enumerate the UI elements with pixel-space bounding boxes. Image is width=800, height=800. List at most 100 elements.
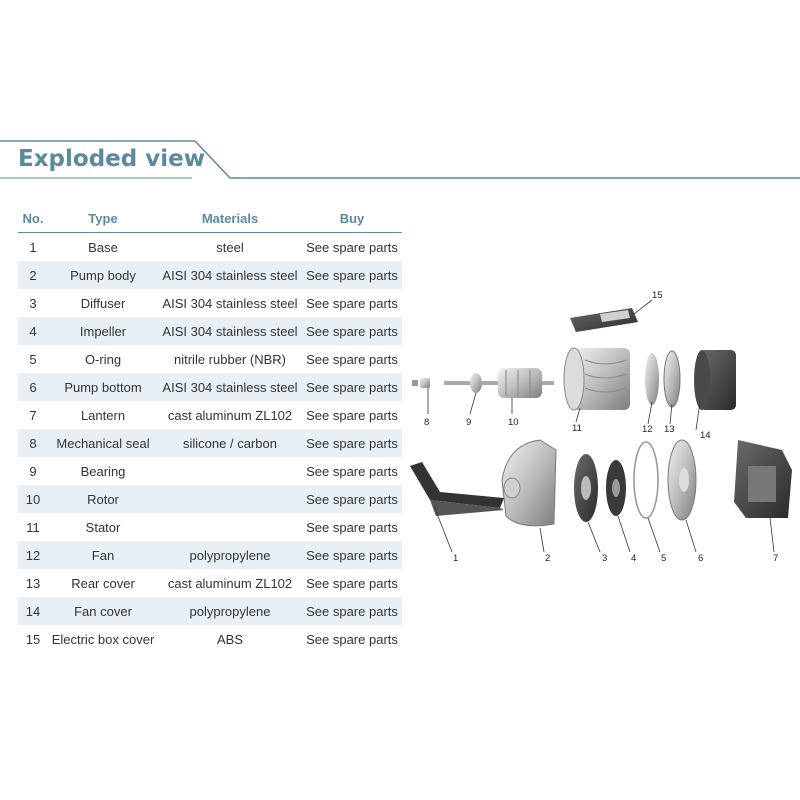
cell-no: 11 <box>26 519 40 535</box>
callout-4: 4 <box>631 553 636 564</box>
callout-8: 8 <box>424 417 429 428</box>
table-row: 15 Electric box cover ABS See spare parts <box>18 625 402 653</box>
cell-type: Rear cover <box>71 575 135 591</box>
see-spare-parts-link[interactable]: See spare parts <box>306 519 398 535</box>
see-spare-parts-link[interactable]: See spare parts <box>302 317 402 345</box>
cell-no: 12 <box>18 541 48 569</box>
title-banner <box>0 138 800 184</box>
part-electric-box-cover <box>570 308 638 332</box>
cell-material: nitrile rubber (NBR) <box>174 351 286 367</box>
table-row: 11 Stator See spare parts <box>18 513 402 541</box>
cell-material: AISI 304 stainless steel <box>162 295 298 311</box>
cell-type: Bearing <box>80 463 126 479</box>
cell-no: 8 <box>18 429 48 457</box>
see-spare-parts-link[interactable]: See spare parts <box>306 631 398 647</box>
part-base <box>410 462 504 516</box>
see-spare-parts-link[interactable]: See spare parts <box>306 463 398 479</box>
diagram-callouts: 8 9 10 11 12 13 14 15 1 2 3 4 5 6 7 <box>424 290 778 564</box>
see-spare-parts-link[interactable]: See spare parts <box>302 485 402 513</box>
part-rotor-shaft <box>444 368 554 398</box>
see-spare-parts-link[interactable]: See spare parts <box>302 261 402 289</box>
callout-9: 9 <box>466 417 471 428</box>
see-spare-parts-link[interactable]: See spare parts <box>302 373 402 401</box>
part-pump-bottom <box>667 439 697 521</box>
cell-type: Rotor <box>48 485 158 513</box>
see-spare-parts-link[interactable]: See spare parts <box>302 541 402 569</box>
table-row: 5 O-ring nitrile rubber (NBR) See spare par… <box>18 345 402 373</box>
page-title: Exploded view <box>18 146 205 172</box>
table-row: 3 Diffuser AISI 304 stainless steel See spa… <box>18 289 402 317</box>
cell-type: Pump bottom <box>48 373 158 401</box>
cell-type: Diffuser <box>80 295 126 311</box>
cell-material: cast aluminum ZL102 <box>167 407 293 423</box>
cell-material: polypropylene <box>158 541 302 569</box>
callout-5: 5 <box>661 553 666 564</box>
see-spare-parts-link[interactable]: See spare parts <box>306 407 398 423</box>
cell-type: Mechanical seal <box>48 429 158 457</box>
callout-15: 15 <box>652 290 663 301</box>
col-header-type: Type <box>48 205 158 233</box>
cell-type: Pump body <box>48 261 158 289</box>
cell-type: Stator <box>85 519 121 535</box>
cell-material <box>158 457 302 485</box>
cell-no: 7 <box>29 407 37 423</box>
part-lantern <box>734 440 792 518</box>
cell-no: 10 <box>18 485 48 513</box>
cell-material: silicone / carbon <box>158 429 302 457</box>
part-diffuser <box>574 454 598 522</box>
callout-13: 13 <box>664 424 675 435</box>
cell-type: Electric box cover <box>51 631 155 647</box>
see-spare-parts-link[interactable]: See spare parts <box>306 351 398 367</box>
callout-leaders <box>427 299 775 553</box>
cell-material: cast aluminum ZL102 <box>167 575 293 591</box>
cell-type: Lantern <box>80 407 126 423</box>
col-header-materials: Materials <box>158 205 302 233</box>
table-row: 7 Lantern cast aluminum ZL102 See spare par… <box>18 401 402 429</box>
cell-material: polypropylene <box>158 597 302 625</box>
callout-14: 14 <box>700 430 711 441</box>
part-o-ring <box>633 441 659 519</box>
callout-6: 6 <box>698 553 703 564</box>
cell-type: Impeller <box>48 317 158 345</box>
cell-no: 9 <box>29 463 37 479</box>
cell-no: 15 <box>25 631 41 647</box>
part-impeller <box>606 460 626 516</box>
cell-type: Fan <box>48 541 158 569</box>
exploded-view-diagram: 8 9 10 11 12 13 14 15 1 2 3 4 5 6 7 <box>400 280 800 580</box>
part-mechanical-seal <box>412 378 430 388</box>
callout-3: 3 <box>602 553 607 564</box>
cell-no: 5 <box>29 351 37 367</box>
col-header-buy: Buy <box>302 205 402 233</box>
cell-material: ABS <box>216 631 243 647</box>
cell-no: 6 <box>18 373 48 401</box>
see-spare-parts-link[interactable]: See spare parts <box>306 295 398 311</box>
see-spare-parts-link[interactable]: See spare parts <box>302 597 402 625</box>
cell-no: 4 <box>18 317 48 345</box>
cell-material <box>158 485 302 513</box>
cell-material: AISI 304 stainless steel <box>158 317 302 345</box>
cell-material: AISI 304 stainless steel <box>158 261 302 289</box>
callout-12: 12 <box>642 424 653 435</box>
see-spare-parts-link[interactable]: See spare parts <box>306 239 398 255</box>
table-row: 9 Bearing See spare parts <box>18 457 402 485</box>
cell-no: 3 <box>29 295 37 311</box>
see-spare-parts-link[interactable]: See spare parts <box>302 429 402 457</box>
cell-no: 14 <box>18 597 48 625</box>
see-spare-parts-link[interactable]: See spare parts <box>306 575 398 591</box>
cell-type: Base <box>88 239 118 255</box>
table-header-row: No. Type Materials Buy <box>18 205 402 233</box>
callout-11: 11 <box>572 423 582 434</box>
cell-type: O-ring <box>84 351 122 367</box>
col-header-no: No. <box>18 205 48 233</box>
cell-material: AISI 304 stainless steel <box>158 373 302 401</box>
part-fan-cover <box>694 350 736 410</box>
